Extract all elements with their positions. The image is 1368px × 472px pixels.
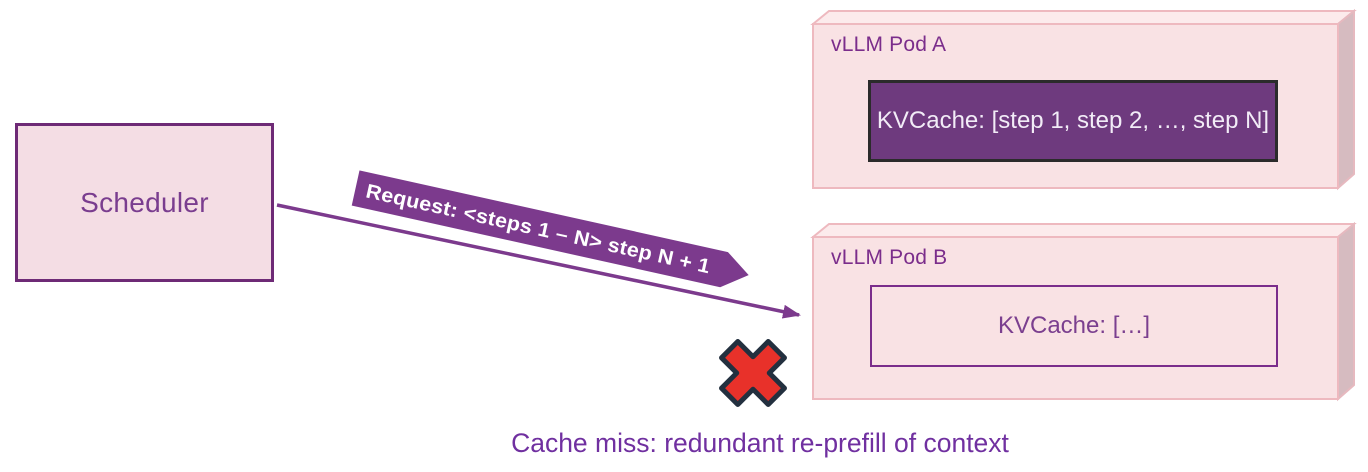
request-arrow bbox=[276, 203, 801, 319]
cache-miss-x-icon bbox=[719, 339, 787, 407]
pod-b-kvcache-box: KVCache: […] bbox=[870, 285, 1278, 367]
scheduler-label: Scheduler bbox=[80, 186, 209, 218]
pod-b-top-face bbox=[810, 223, 1357, 238]
pod-a-top-face bbox=[810, 10, 1357, 25]
request-banner-shape bbox=[346, 165, 756, 292]
pod-a-kvcache-box: KVCache: [step 1, step 2, …, step N] bbox=[868, 80, 1278, 162]
pod-b-title: vLLM Pod B bbox=[831, 246, 948, 269]
pod-a-side-face bbox=[1337, 8, 1355, 191]
pod-b-slab bbox=[810, 221, 1357, 402]
scheduler-box: Scheduler bbox=[15, 123, 274, 282]
request-banner-label: Request: <steps 1 – N> step N + 1 bbox=[364, 181, 712, 279]
pod-a-title: vLLM Pod A bbox=[831, 33, 947, 56]
pod-b-kvcache-label: KVCache: […] bbox=[997, 312, 1151, 339]
pod-b-front-face bbox=[812, 236, 1339, 400]
cache-miss-caption: Cache miss: redundant re-prefill of cont… bbox=[511, 428, 1009, 458]
pod-b-side-face bbox=[1337, 221, 1355, 402]
pod-a-kvcache-label: KVCache: [step 1, step 2, …, step N] bbox=[876, 107, 1270, 134]
